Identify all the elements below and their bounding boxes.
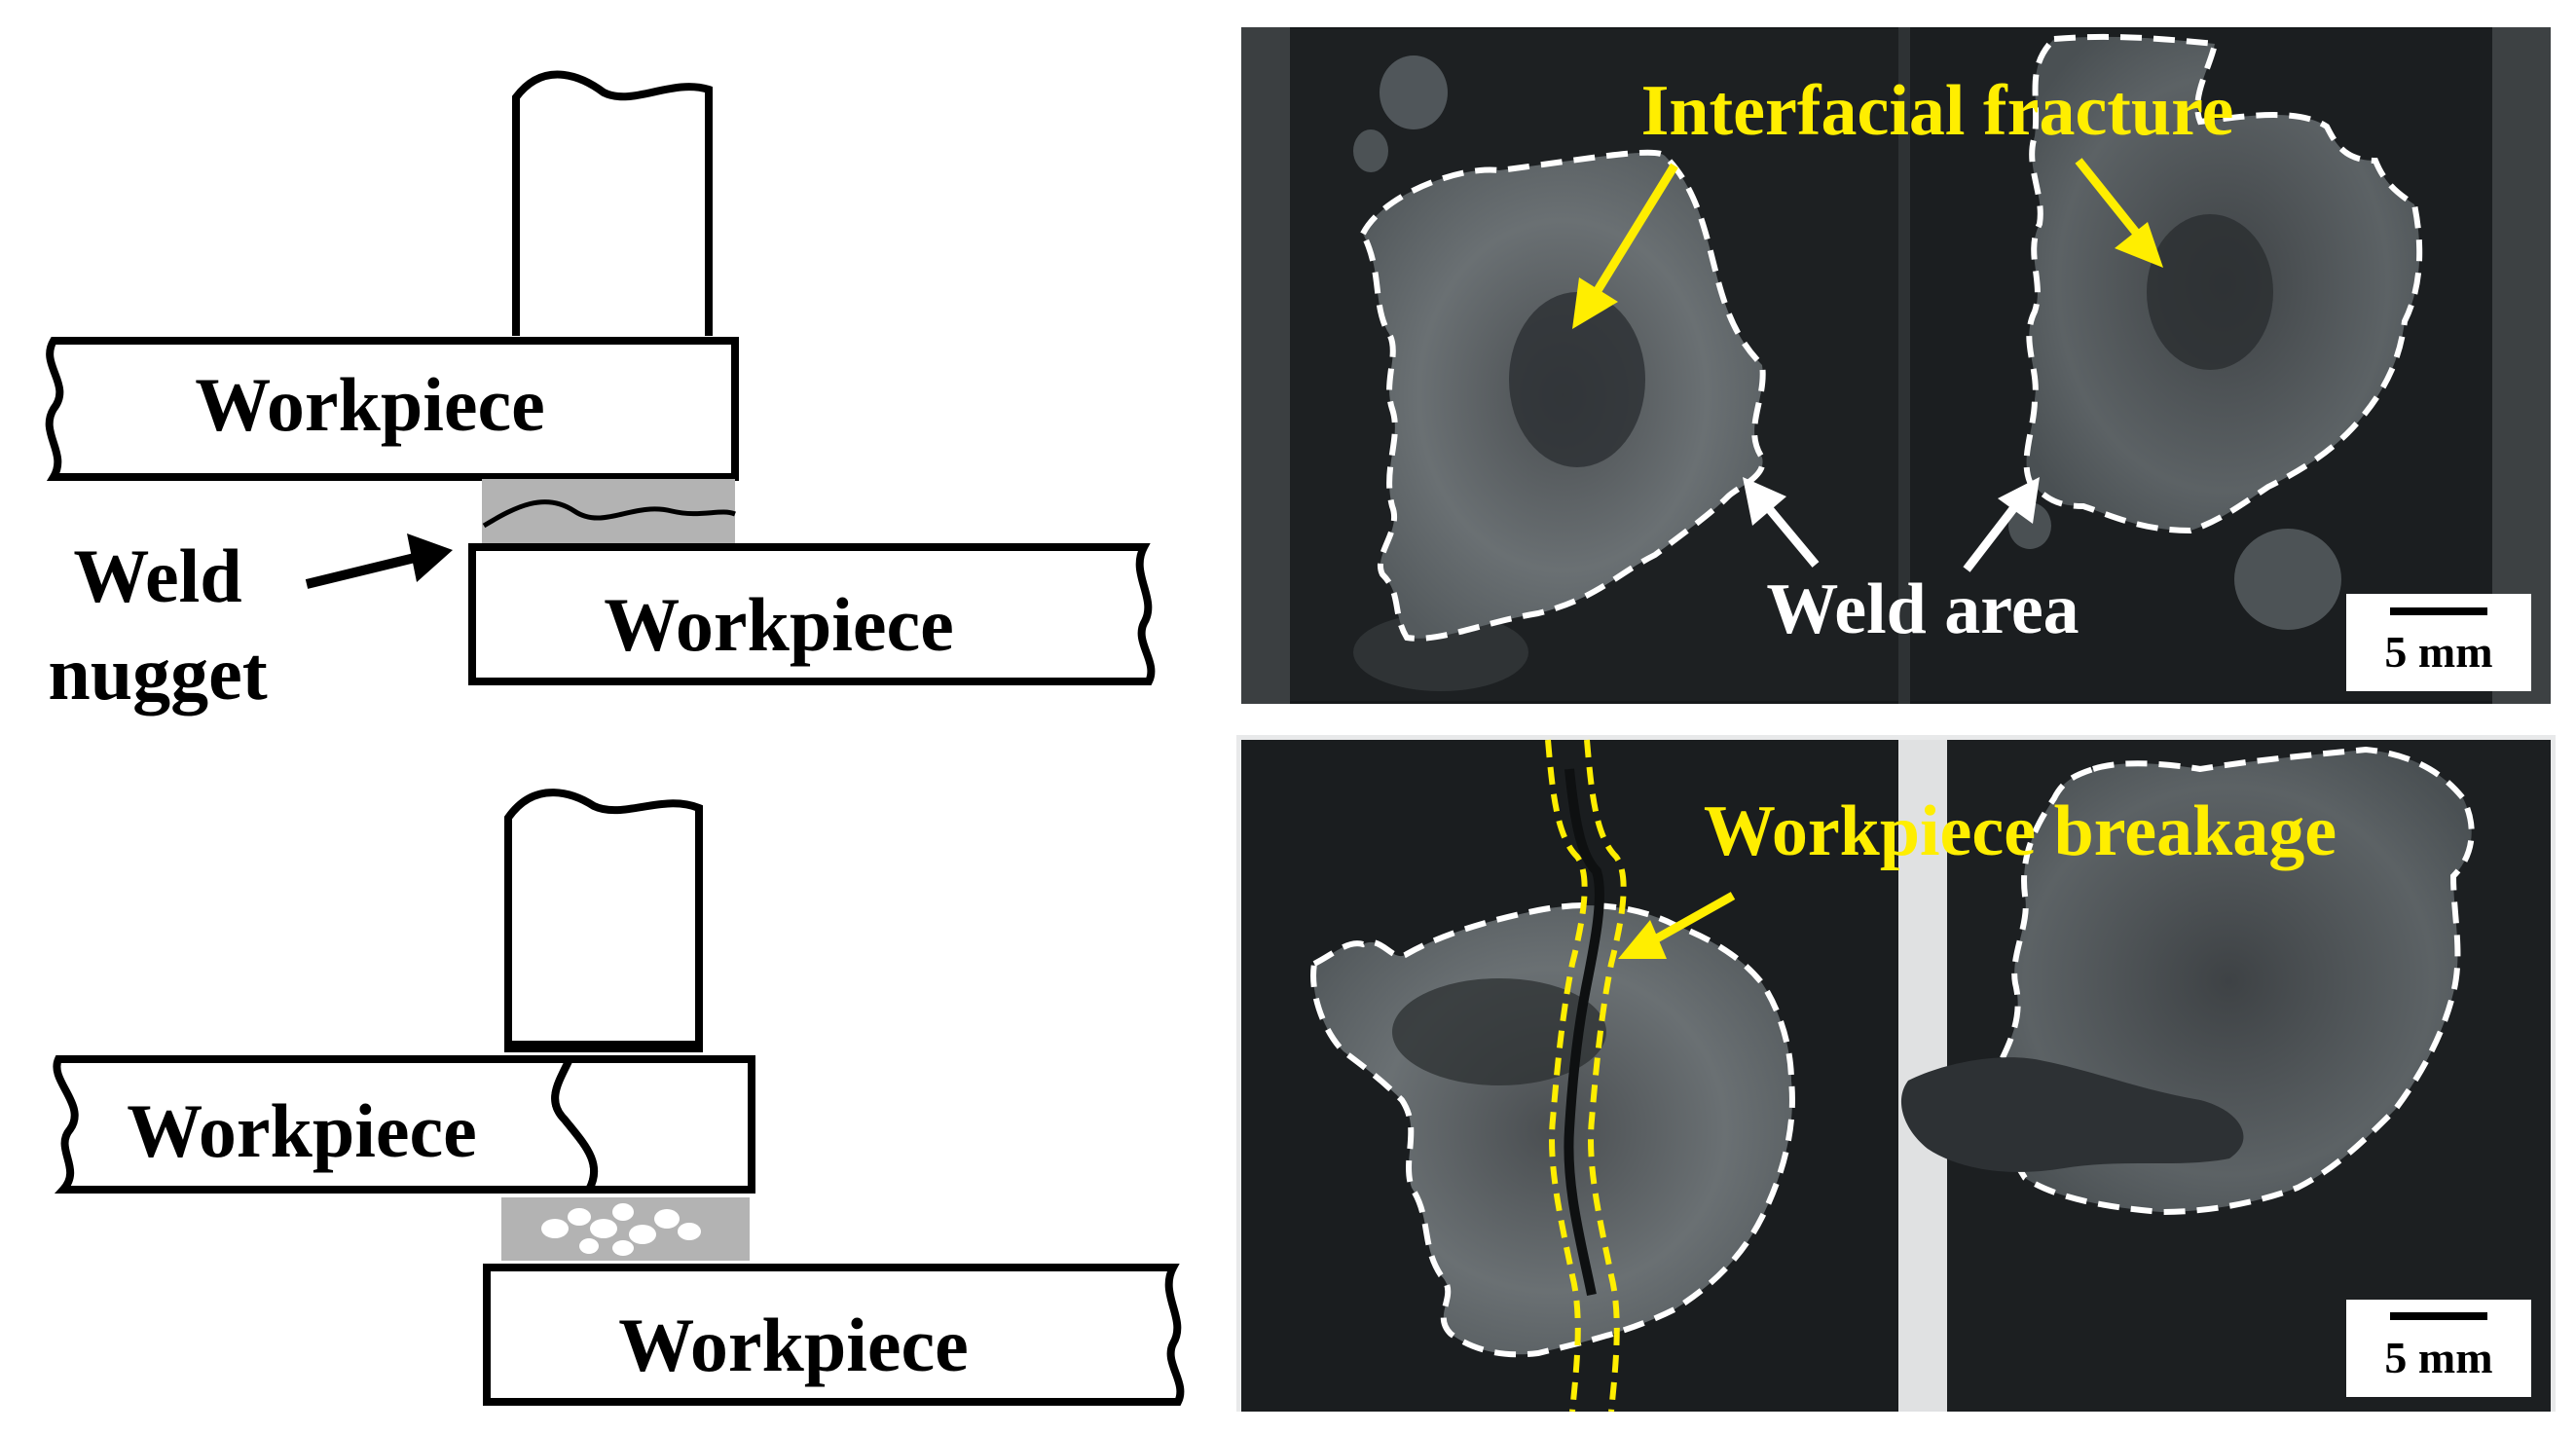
scale-bar-top: 5 mm [2346, 594, 2531, 691]
workpiece-breakage-label: Workpiece breakage [1704, 791, 2337, 871]
lower-workpiece-bottom [483, 1264, 1185, 1406]
nugget-label: nugget [48, 631, 267, 716]
scale-bar-bottom: 5 mm [2346, 1300, 2531, 1397]
weld-arrow-head [407, 533, 453, 582]
schematic-bottom: Workpiece Workpiece [53, 789, 1185, 1406]
weld-area-arrows [1743, 477, 2040, 572]
breakage-arrow [1618, 892, 1736, 959]
upper-workpiece-bottom-right [551, 1055, 755, 1194]
lower-workpiece-label-bottom: Workpiece [618, 1303, 969, 1387]
lower-workpiece-label-top: Workpiece [604, 582, 954, 667]
electrode-bottom [504, 789, 703, 1047]
interfacial-fracture-label: Interfacial fracture [1641, 71, 2234, 151]
scale-bar-top-label: 5 mm [2384, 627, 2492, 677]
upper-workpiece-label-top: Workpiece [195, 362, 545, 447]
weld-label: Weld [73, 533, 241, 618]
photo-bottom: Workpiece breakage 5 mm [1236, 735, 2556, 1413]
lower-workpiece-top [468, 543, 1156, 685]
crack-band [1545, 739, 1627, 1413]
schematic-top: Workpiece Workpiece Weld nugget [45, 70, 1156, 716]
scale-bar-bottom-label: 5 mm [2384, 1333, 2492, 1382]
weld-arrow-shaft [305, 552, 421, 589]
void-particles [541, 1203, 701, 1256]
weld-area-label: Weld area [1766, 570, 2079, 649]
upper-workpiece-label-bottom: Workpiece [127, 1088, 477, 1173]
photo-top: Interfacial fracture Weld area 5 mm [1241, 27, 2551, 704]
fracture-line-top [482, 499, 736, 529]
upper-workpiece-top [45, 337, 739, 481]
electrode-top [512, 70, 713, 336]
fracture-arrows [1572, 158, 2163, 329]
